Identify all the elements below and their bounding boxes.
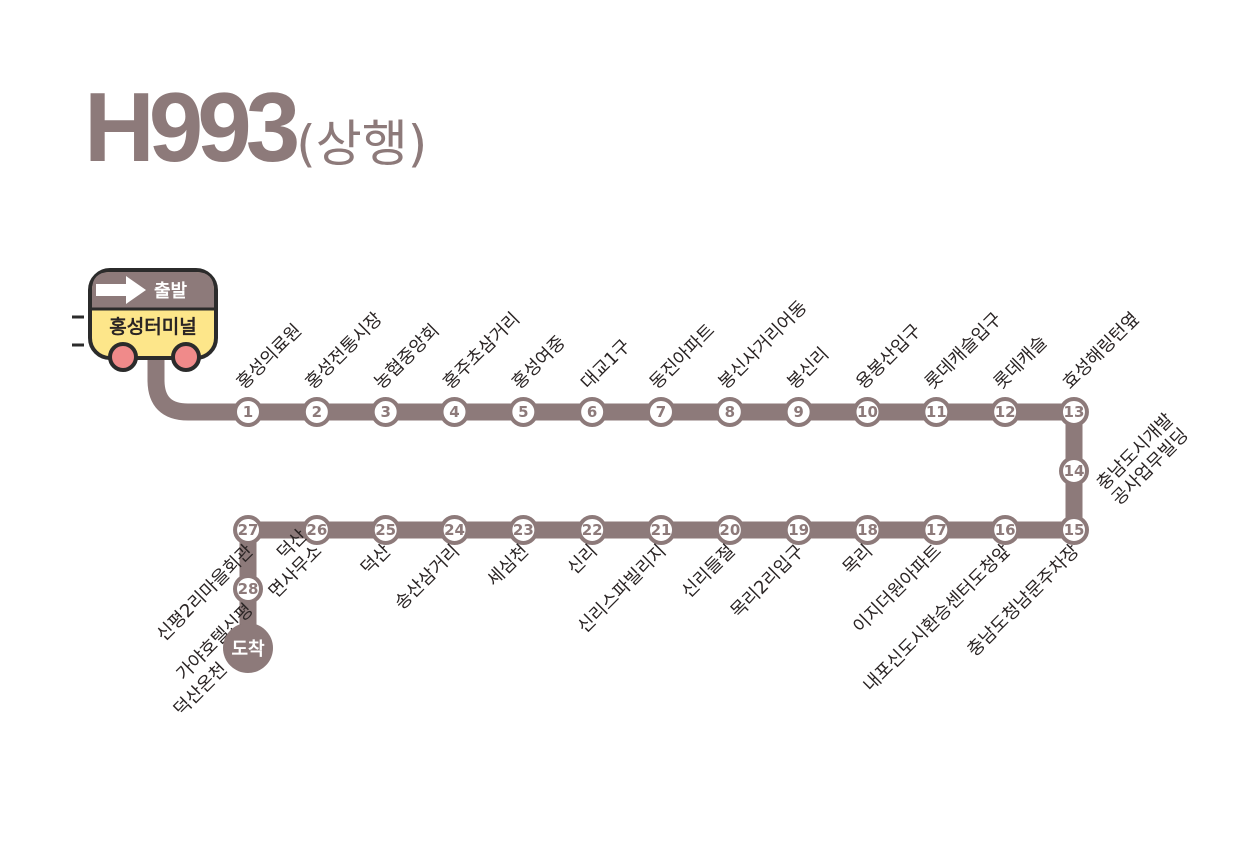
stop-number: 22 (582, 521, 603, 539)
stop-number: 20 (719, 521, 740, 539)
stop-number: 27 (238, 521, 259, 539)
stop-marker (301, 515, 332, 545)
stop-marker (645, 397, 676, 427)
stop-name: 세심천 (483, 541, 533, 591)
stop-number: 12 (995, 403, 1016, 421)
stop-marker (370, 515, 401, 545)
stop-number: 23 (513, 521, 534, 539)
stop-number: 6 (587, 403, 597, 421)
stop-marker (233, 574, 263, 604)
bus-wheel-right (171, 342, 201, 372)
bus-icon: 출발 홍성터미널 (72, 268, 218, 372)
stop-number: 10 (857, 403, 878, 421)
stop-marker (990, 515, 1021, 545)
bus-roof (92, 272, 214, 308)
stop-marker (508, 515, 539, 545)
arrival-marker: 도착 (223, 623, 273, 673)
stop-marker (852, 397, 883, 427)
depart-label: 출발 (154, 281, 188, 302)
stop-marker (233, 397, 263, 427)
stop-number: 2 (312, 403, 322, 421)
stop-marker (783, 515, 814, 545)
stop-number: 13 (1064, 403, 1085, 421)
stop-marker (714, 397, 745, 427)
terminal-name: 홍성터미널 (109, 315, 196, 338)
stop-number: 1 (243, 403, 253, 421)
stop-name: 목리 (839, 541, 877, 579)
stop-marker (783, 397, 814, 427)
stop-marker (439, 515, 470, 545)
stop-number: 28 (238, 580, 259, 598)
stop-name: 동진아파트 (646, 320, 719, 393)
stop-marker (439, 397, 470, 427)
stop-number: 5 (518, 403, 528, 421)
stop-marker (1059, 456, 1089, 486)
stop-number: 4 (449, 403, 459, 421)
stop-number: 24 (444, 521, 465, 539)
stop-number: 26 (306, 521, 327, 539)
stop-marker (921, 515, 952, 545)
stop-marker (990, 397, 1021, 427)
arrival-circle (223, 623, 273, 673)
stop-number: 16 (995, 521, 1016, 539)
stop-marker (1058, 397, 1089, 427)
stop-name: 농협중앙회 (370, 320, 443, 393)
stop-marker (852, 515, 883, 545)
stop-marker (714, 515, 745, 545)
stop-name: 홍성여중 (508, 332, 570, 394)
stop-name: 대교1구 (577, 335, 635, 393)
stop-marker (233, 515, 264, 545)
stop-number: 14 (1064, 462, 1085, 480)
stop-marker (508, 397, 539, 427)
stop-number: 9 (793, 403, 803, 421)
route-direction: (상행) (296, 115, 428, 173)
stop-number: 8 (725, 403, 735, 421)
stop-number: 11 (926, 403, 947, 421)
stop-number: 15 (1064, 521, 1085, 539)
stop-marker (1059, 515, 1089, 545)
stop-name: 롯데캐슬 (990, 332, 1052, 394)
stop-number: 18 (857, 521, 878, 539)
stop-number: 19 (788, 521, 809, 539)
arrival-label: 도착 (231, 639, 265, 660)
route-title: H993 (상행) (84, 78, 604, 198)
stop-name: 신리 (563, 541, 601, 579)
stop-number: 7 (656, 403, 666, 421)
stop: 13 효성해링턴옆 (1058, 308, 1144, 427)
stop-marker (301, 397, 332, 427)
stop-name: 봉신리 (783, 344, 833, 394)
stop-number: 21 (651, 521, 672, 539)
bus-wheel-left (108, 342, 138, 372)
stop-marker (577, 515, 608, 545)
stop-name: 용봉산입구 (852, 320, 925, 393)
route-number: H993 (84, 72, 300, 182)
stop-number: 17 (926, 521, 947, 539)
arrow-right-icon (96, 276, 146, 304)
stop-marker (577, 397, 608, 427)
stop-name: 효성해링턴옆 (1059, 308, 1144, 393)
stop-marker (646, 515, 677, 545)
stop-name: 신리들절 (678, 541, 740, 603)
stop-name: 송산삼거리 (391, 541, 464, 614)
stop-number: 25 (375, 521, 396, 539)
stops: 1홍성의료원2홍성전통시장3농협중앙회4홍주초삼거리5홍성여중6대교1구7동진아… (153, 297, 1193, 696)
stop-name: 덕산 (357, 541, 395, 579)
stop-name: 홍성의료원 (233, 320, 306, 393)
stop-marker (921, 397, 952, 427)
stop-name: 목리2리입구 (727, 541, 809, 623)
stop-number: 3 (380, 403, 390, 421)
stop-marker (370, 397, 401, 427)
